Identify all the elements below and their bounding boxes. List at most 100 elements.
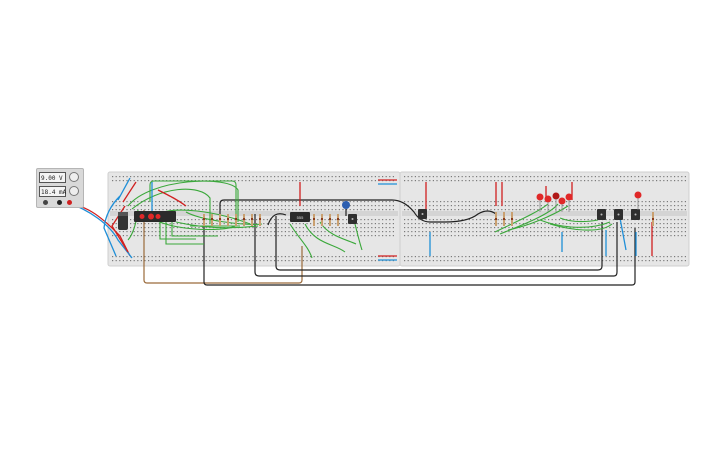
breadboard-hole[interactable] bbox=[130, 180, 132, 182]
breadboard-hole[interactable] bbox=[472, 227, 474, 229]
breadboard-hole[interactable] bbox=[356, 201, 358, 203]
breadboard-hole[interactable] bbox=[634, 176, 636, 178]
breadboard-hole[interactable] bbox=[569, 205, 571, 207]
breadboard-hole[interactable] bbox=[248, 180, 250, 182]
breadboard-hole[interactable] bbox=[418, 205, 420, 207]
breadboard-hole[interactable] bbox=[616, 180, 618, 182]
breadboard-hole[interactable] bbox=[140, 231, 142, 233]
breadboard-hole[interactable] bbox=[584, 176, 586, 178]
breadboard-hole[interactable] bbox=[476, 219, 478, 221]
breadboard-hole[interactable] bbox=[389, 231, 391, 233]
breadboard-hole[interactable] bbox=[295, 235, 297, 237]
breadboard-hole[interactable] bbox=[674, 260, 676, 262]
breadboard-hole[interactable] bbox=[356, 227, 358, 229]
breadboard-hole[interactable] bbox=[454, 231, 456, 233]
breadboard-hole[interactable] bbox=[133, 201, 135, 203]
breadboard-hole[interactable] bbox=[476, 231, 478, 233]
breadboard-hole[interactable] bbox=[537, 205, 539, 207]
breadboard-hole[interactable] bbox=[324, 256, 326, 258]
breadboard-hole[interactable] bbox=[404, 180, 406, 182]
breadboard-hole[interactable] bbox=[551, 227, 553, 229]
breadboard-hole[interactable] bbox=[320, 235, 322, 237]
breadboard-hole[interactable] bbox=[338, 219, 340, 221]
breadboard-hole[interactable] bbox=[371, 209, 373, 211]
breadboard-hole[interactable] bbox=[259, 227, 261, 229]
breadboard-hole[interactable] bbox=[292, 176, 294, 178]
breadboard-hole[interactable] bbox=[670, 201, 672, 203]
breadboard-hole[interactable] bbox=[584, 256, 586, 258]
breadboard-hole[interactable] bbox=[230, 219, 232, 221]
breadboard-hole[interactable] bbox=[191, 256, 193, 258]
breadboard-hole[interactable] bbox=[331, 180, 333, 182]
breadboard-hole[interactable] bbox=[458, 205, 460, 207]
breadboard-hole[interactable] bbox=[494, 235, 496, 237]
breadboard-hole[interactable] bbox=[299, 260, 301, 262]
breadboard-hole[interactable] bbox=[504, 256, 506, 258]
breadboard-hole[interactable] bbox=[277, 227, 279, 229]
breadboard-hole[interactable] bbox=[544, 201, 546, 203]
breadboard-hole[interactable] bbox=[594, 231, 596, 233]
breadboard-hole[interactable] bbox=[270, 256, 272, 258]
breadboard-hole[interactable] bbox=[137, 231, 139, 233]
breadboard-hole[interactable] bbox=[641, 205, 643, 207]
breadboard-hole[interactable] bbox=[166, 235, 168, 237]
breadboard-hole[interactable] bbox=[367, 235, 369, 237]
breadboard-hole[interactable] bbox=[364, 205, 366, 207]
breadboard-hole[interactable] bbox=[630, 180, 632, 182]
breadboard-hole[interactable] bbox=[216, 201, 218, 203]
breadboard-hole[interactable] bbox=[540, 205, 542, 207]
breadboard-hole[interactable] bbox=[573, 180, 575, 182]
breadboard-hole[interactable] bbox=[598, 256, 600, 258]
breadboard-hole[interactable] bbox=[494, 219, 496, 221]
breadboard-hole[interactable] bbox=[158, 176, 160, 178]
breadboard-hole[interactable] bbox=[454, 223, 456, 225]
breadboard-hole[interactable] bbox=[674, 176, 676, 178]
breadboard-hole[interactable] bbox=[385, 223, 387, 225]
breadboard-hole[interactable] bbox=[335, 205, 337, 207]
breadboard-hole[interactable] bbox=[508, 219, 510, 221]
breadboard-hole[interactable] bbox=[234, 201, 236, 203]
breadboard-hole[interactable] bbox=[248, 209, 250, 211]
breadboard-hole[interactable] bbox=[659, 256, 661, 258]
breadboard-hole[interactable] bbox=[458, 231, 460, 233]
breadboard-hole[interactable] bbox=[598, 205, 600, 207]
breadboard-hole[interactable] bbox=[522, 209, 524, 211]
breadboard-hole[interactable] bbox=[533, 223, 535, 225]
breadboard-hole[interactable] bbox=[212, 209, 214, 211]
breadboard-hole[interactable] bbox=[530, 256, 532, 258]
breadboard-hole[interactable] bbox=[558, 205, 560, 207]
breadboard-hole[interactable] bbox=[641, 209, 643, 211]
breadboard-hole[interactable] bbox=[605, 180, 607, 182]
breadboard-hole[interactable] bbox=[281, 256, 283, 258]
breadboard-hole[interactable] bbox=[526, 231, 528, 233]
breadboard-hole[interactable] bbox=[677, 180, 679, 182]
breadboard-hole[interactable] bbox=[259, 235, 261, 237]
breadboard-hole[interactable] bbox=[663, 180, 665, 182]
breadboard-hole[interactable] bbox=[666, 223, 668, 225]
breadboard-hole[interactable] bbox=[465, 201, 467, 203]
breadboard-hole[interactable] bbox=[284, 176, 286, 178]
breadboard-hole[interactable] bbox=[338, 235, 340, 237]
breadboard-hole[interactable] bbox=[202, 209, 204, 211]
breadboard-hole[interactable] bbox=[490, 260, 492, 262]
breadboard-hole[interactable] bbox=[259, 209, 261, 211]
breadboard-hole[interactable] bbox=[252, 209, 254, 211]
breadboard-hole[interactable] bbox=[522, 256, 524, 258]
breadboard-hole[interactable] bbox=[342, 219, 344, 221]
breadboard-hole[interactable] bbox=[404, 209, 406, 211]
breadboard-hole[interactable] bbox=[591, 235, 593, 237]
breadboard-hole[interactable] bbox=[674, 209, 676, 211]
breadboard-hole[interactable] bbox=[544, 223, 546, 225]
breadboard-hole[interactable] bbox=[501, 256, 503, 258]
breadboard-hole[interactable] bbox=[360, 235, 362, 237]
breadboard-hole[interactable] bbox=[414, 256, 416, 258]
breadboard-hole[interactable] bbox=[126, 256, 128, 258]
breadboard-hole[interactable] bbox=[374, 256, 376, 258]
breadboard-hole[interactable] bbox=[562, 231, 564, 233]
breadboard-hole[interactable] bbox=[476, 260, 478, 262]
breadboard-hole[interactable] bbox=[115, 227, 117, 229]
breadboard-hole[interactable] bbox=[443, 227, 445, 229]
breadboard-hole[interactable] bbox=[674, 256, 676, 258]
breadboard-hole[interactable] bbox=[126, 235, 128, 237]
breadboard-hole[interactable] bbox=[155, 256, 157, 258]
